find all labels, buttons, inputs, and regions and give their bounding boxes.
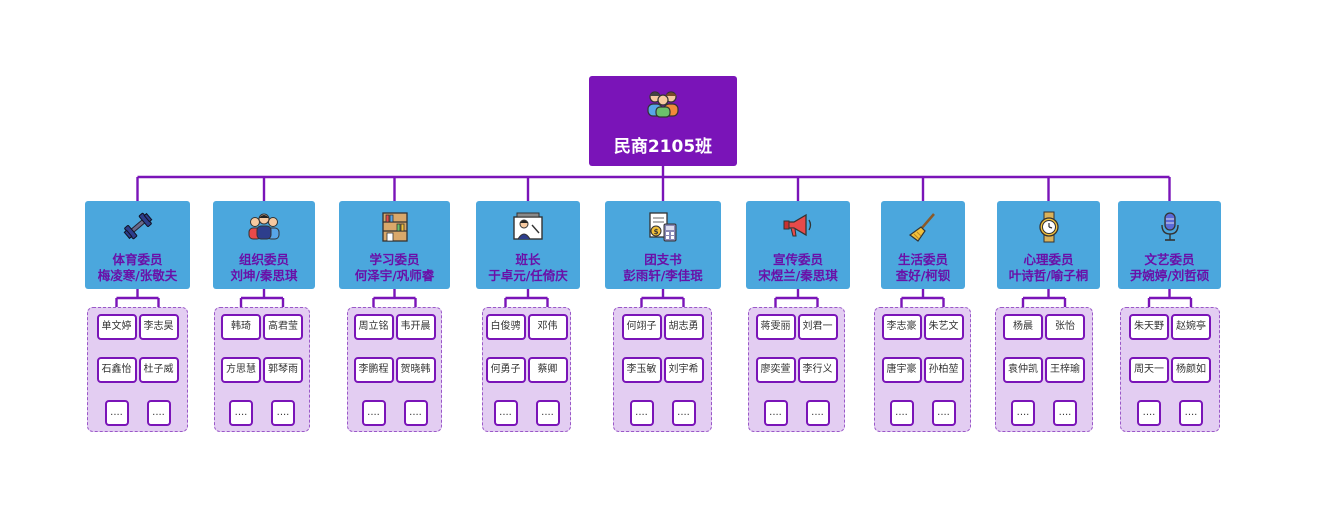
root-node[interactable]: 民商2105班 — [589, 76, 737, 166]
role-names: 刘坤/秦思琪 — [230, 268, 298, 283]
role-names: 何泽宇/巩师睿 — [354, 268, 435, 283]
member-box[interactable]: 李玉敏 — [621, 357, 662, 383]
member-box[interactable]: 朱天野 — [1129, 314, 1169, 340]
role-node-3[interactable]: 学习委员何泽宇/巩师睿 — [339, 201, 450, 289]
member-box[interactable]: 朱艺文 — [923, 314, 964, 340]
document-calculator-icon: $ — [647, 211, 679, 247]
member-placeholder[interactable]: .... — [271, 400, 295, 426]
member-placeholder[interactable]: .... — [931, 400, 956, 426]
member-placeholder[interactable]: .... — [361, 400, 386, 426]
member-placeholder[interactable]: .... — [104, 400, 129, 426]
role-names: 彭雨轩/李佳珉 — [623, 268, 703, 283]
svg-text:$: $ — [654, 228, 659, 236]
megaphone-icon — [782, 211, 814, 245]
member-box[interactable]: 何勇子 — [485, 357, 526, 383]
role-node-1[interactable]: 体育委员梅凌寒/张敬夫 — [85, 201, 190, 289]
member-box[interactable]: 袁仲凯 — [1003, 357, 1043, 383]
member-box[interactable]: 贺晓韩 — [395, 357, 436, 383]
member-placeholder[interactable]: .... — [1137, 400, 1161, 426]
broom-icon — [908, 211, 938, 247]
member-placeholder[interactable]: .... — [889, 400, 914, 426]
role-title: 文艺委员 — [1144, 252, 1195, 267]
member-placeholder[interactable]: .... — [1011, 400, 1035, 426]
people-group-icon — [645, 88, 681, 122]
member-box[interactable]: 方思慧 — [221, 357, 261, 383]
role-names: 梅凌寒/张敬夫 — [97, 268, 178, 283]
wristwatch-icon — [1036, 211, 1062, 247]
role-title: 学习委员 — [369, 252, 420, 267]
member-placeholder[interactable]: .... — [403, 400, 428, 426]
member-box[interactable]: 周立铭 — [353, 314, 394, 340]
role-title: 团支书 — [644, 252, 682, 267]
member-box[interactable]: 韩琦 — [221, 314, 261, 340]
team-people-icon — [246, 211, 282, 245]
member-box[interactable]: 唐宇豪 — [881, 357, 922, 383]
role-title: 班长 — [515, 252, 541, 267]
member-box[interactable]: 周天一 — [1129, 357, 1169, 383]
member-box[interactable]: 高君莹 — [263, 314, 303, 340]
member-box[interactable]: 刘君一 — [797, 314, 838, 340]
teacher-board-icon — [512, 211, 544, 247]
role-node-6[interactable]: 宣传委员宋煜兰/秦思琪 — [746, 201, 850, 289]
member-box[interactable]: 刘宇希 — [663, 357, 704, 383]
member-box[interactable]: 王梓瑜 — [1045, 357, 1085, 383]
member-box[interactable]: 杜子威 — [138, 357, 179, 383]
member-box[interactable]: 孙柏堃 — [923, 357, 964, 383]
member-box[interactable]: 李志豪 — [881, 314, 922, 340]
member-box[interactable]: 何翊子 — [621, 314, 662, 340]
role-title: 组织委员 — [238, 252, 289, 267]
dumbbell-icon — [123, 211, 153, 245]
member-box[interactable]: 单文婷 — [96, 314, 137, 340]
role-names: 查好/柯钡 — [895, 268, 951, 283]
member-placeholder[interactable]: .... — [493, 400, 518, 426]
member-placeholder[interactable]: .... — [671, 400, 696, 426]
member-placeholder[interactable]: .... — [229, 400, 253, 426]
role-node-8[interactable]: 心理委员叶诗哲/喻子桐 — [997, 201, 1100, 289]
microphone-icon — [1157, 211, 1183, 247]
member-box[interactable]: 廖奕萱 — [755, 357, 796, 383]
role-node-4[interactable]: 班长于卓元/任倚庆 — [476, 201, 580, 289]
member-box[interactable]: 张怡 — [1045, 314, 1085, 340]
member-box[interactable]: 韦开晨 — [395, 314, 436, 340]
role-node-2[interactable]: 组织委员刘坤/秦思琪 — [213, 201, 315, 289]
role-title: 生活委员 — [897, 252, 948, 267]
member-box[interactable]: 邓伟 — [527, 314, 568, 340]
role-names: 叶诗哲/喻子桐 — [1008, 268, 1089, 283]
member-box[interactable]: 蒋雯丽 — [755, 314, 796, 340]
member-box[interactable]: 杨颜如 — [1171, 357, 1211, 383]
member-box[interactable]: 胡志勇 — [663, 314, 704, 340]
member-placeholder[interactable]: .... — [1053, 400, 1077, 426]
member-box[interactable]: 石鑫怡 — [96, 357, 137, 383]
root-title: 民商2105班 — [613, 137, 713, 157]
role-title: 宣传委员 — [772, 252, 823, 267]
member-box[interactable]: 郭琴雨 — [263, 357, 303, 383]
member-box[interactable]: 赵婉亭 — [1171, 314, 1211, 340]
member-box[interactable]: 白俊骋 — [485, 314, 526, 340]
role-node-7[interactable]: 生活委员查好/柯钡 — [881, 201, 965, 289]
member-box[interactable]: 蔡卿 — [527, 357, 568, 383]
member-box[interactable]: 李行义 — [797, 357, 838, 383]
member-placeholder[interactable]: .... — [146, 400, 171, 426]
role-node-5[interactable]: $ 团支书彭雨轩/李佳珉 — [605, 201, 721, 289]
member-box[interactable]: 李鹏程 — [353, 357, 394, 383]
member-placeholder[interactable]: .... — [629, 400, 654, 426]
role-names: 尹婉婷/刘哲硕 — [1129, 268, 1210, 283]
member-placeholder[interactable]: .... — [1179, 400, 1203, 426]
role-title: 心理委员 — [1023, 252, 1074, 267]
member-placeholder[interactable]: .... — [763, 400, 788, 426]
role-title: 体育委员 — [112, 252, 163, 267]
member-placeholder[interactable]: .... — [805, 400, 830, 426]
role-node-9[interactable]: 文艺委员尹婉婷/刘哲硕 — [1118, 201, 1221, 289]
member-box[interactable]: 杨晨 — [1003, 314, 1043, 340]
member-placeholder[interactable]: .... — [535, 400, 560, 426]
role-names: 宋煜兰/秦思琪 — [758, 268, 838, 283]
member-box[interactable]: 李志昊 — [138, 314, 179, 340]
bookshelf-icon — [380, 211, 410, 247]
role-names: 于卓元/任倚庆 — [488, 268, 568, 283]
